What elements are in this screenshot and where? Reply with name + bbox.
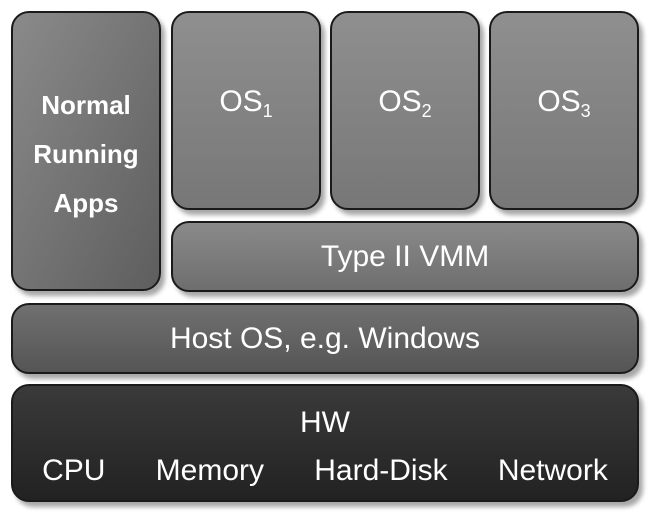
guest-os-1-box: OS1 bbox=[171, 11, 321, 210]
normal-apps-line-1: Normal bbox=[41, 90, 131, 120]
normal-apps-line-2: Running bbox=[33, 139, 139, 169]
guest-os-1-label: OS1 bbox=[219, 85, 273, 121]
hw-component-network: Network bbox=[497, 454, 608, 487]
guest-os-3-label: OS3 bbox=[537, 85, 591, 121]
hardware-components: CPU Memory Hard-Disk Network bbox=[13, 454, 637, 488]
hw-component-memory: Memory bbox=[155, 454, 265, 487]
vmm-label: Type II VMM bbox=[320, 239, 490, 273]
guest-os-2-label: OS2 bbox=[378, 85, 432, 121]
hw-component-hard-disk: Hard-Disk bbox=[314, 454, 448, 487]
guest-os-3-box: OS3 bbox=[489, 11, 639, 210]
host-os-box: Host OS, e.g. Windows bbox=[11, 303, 639, 374]
type-ii-vmm-box: Type II VMM bbox=[171, 221, 639, 292]
hardware-title: HW bbox=[300, 406, 350, 439]
guest-os-2-box: OS2 bbox=[330, 11, 480, 210]
normal-running-apps-box: Normal Running Apps bbox=[11, 11, 161, 291]
hw-component-cpu: CPU bbox=[42, 454, 106, 487]
host-os-label: Host OS, e.g. Windows bbox=[169, 321, 481, 355]
normal-apps-line-3: Apps bbox=[53, 188, 119, 218]
hardware-box: HW CPU Memory Hard-Disk Network bbox=[11, 384, 639, 502]
